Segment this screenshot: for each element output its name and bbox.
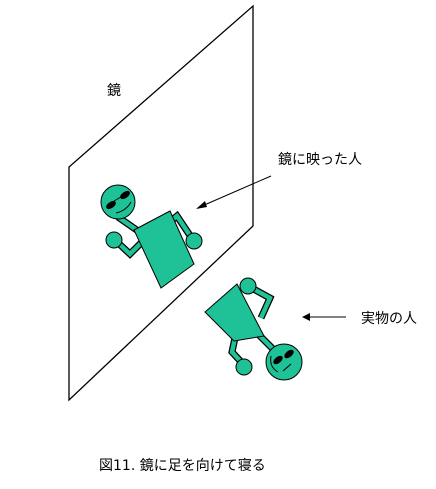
reflected-head [100,184,136,220]
real-left-eye [273,355,283,365]
figure-caption: 図11. 鏡に足を向けて寝る [99,457,266,474]
real-face [270,349,294,373]
reflected-left-eye [106,200,116,210]
reflected-body [133,210,195,289]
mirror-label: 鏡 [107,83,121,99]
mirror-frame [68,4,254,402]
reflected-mouth [115,201,132,214]
real-body [204,283,265,342]
reflected-face [106,190,132,214]
reflection-arrow [196,175,272,209]
real-right-eye [284,349,294,359]
reflected-right-hand [185,232,203,250]
real-head [265,343,303,381]
reflected-right-eye [120,190,130,200]
real-mouth [270,355,279,373]
real-person-label: 実物の人 [361,311,417,327]
reflected-left-hand [105,231,123,249]
reflection-label: 鏡に映った人 [278,152,362,168]
real-right-hand [235,358,253,376]
reflected-person [100,184,203,289]
real-left-hand [239,277,257,295]
real-person [204,277,303,381]
real-person-arrow [302,313,346,321]
